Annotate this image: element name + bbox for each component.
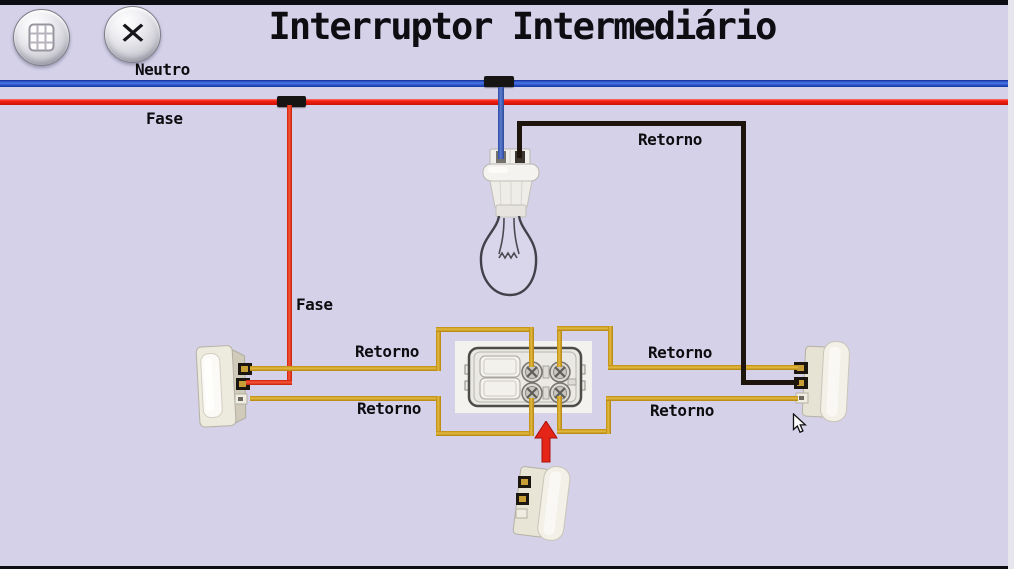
lamp-return-wire	[517, 121, 522, 158]
light-bulb	[466, 148, 550, 300]
return-wire-left-bottom	[436, 396, 441, 436]
return-wire-left-bottom	[250, 396, 438, 401]
return-wire-left-top	[436, 327, 534, 332]
return-wire-left-top	[529, 327, 534, 367]
grid-icon	[28, 23, 55, 52]
return-wire-right-bottom	[557, 429, 611, 434]
menu-button[interactable]	[13, 9, 70, 66]
return-wire-right-bottom	[557, 396, 562, 434]
wire-label-fase-branch: Fase	[296, 295, 333, 314]
wire-label-retorno-right-top: Retorno	[648, 343, 712, 362]
return-wire-left-top	[250, 366, 440, 371]
lamp-return-wire	[741, 121, 746, 385]
top-border-bar	[0, 0, 1009, 5]
return-wire-left-bottom	[436, 431, 534, 436]
close-icon: ✕	[117, 16, 148, 52]
page-title: Interruptor Intermediário	[268, 5, 778, 48]
neutral-wire-drop	[498, 87, 504, 159]
mouse-cursor	[792, 413, 807, 434]
return-wire-right-top	[557, 327, 562, 367]
bottom-border-bar	[0, 566, 1008, 569]
intermediate-switch-back[interactable]	[455, 341, 592, 413]
phase-wire-main	[0, 99, 1008, 105]
lamp-return-wire	[517, 121, 746, 126]
phase-wire-branch	[246, 380, 292, 385]
right-switch[interactable]	[788, 337, 860, 425]
wire-label-neutro: Neutro	[135, 60, 190, 79]
return-wire-left-top	[436, 327, 441, 371]
wire-label-retorno-left-top: Retorno	[355, 342, 419, 361]
wire-label-retorno-left-bottom: Retorno	[357, 399, 421, 418]
return-wire-right-bottom	[606, 396, 798, 401]
left-switch[interactable]	[190, 340, 260, 430]
wire-label-fase-main: Fase	[146, 109, 183, 128]
intermediate-switch-front[interactable]	[503, 457, 581, 545]
phase-wire-branch	[287, 105, 292, 383]
close-button[interactable]: ✕	[104, 6, 161, 63]
lamp-return-wire	[741, 380, 799, 385]
wire-label-retorno-lamp: Retorno	[638, 130, 702, 149]
red-up-arrow-indicator	[534, 421, 558, 463]
return-wire-right-bottom	[606, 398, 611, 434]
window-edge-strip	[1008, 0, 1014, 569]
wire-connector-block	[484, 76, 514, 87]
return-wire-right-top	[608, 365, 798, 370]
wire-label-retorno-right-bottom: Retorno	[650, 401, 714, 420]
return-wire-right-top	[608, 326, 613, 370]
return-wire-left-bottom	[529, 398, 534, 436]
wire-connector-block	[277, 96, 306, 107]
return-wire-right-top	[557, 326, 613, 331]
